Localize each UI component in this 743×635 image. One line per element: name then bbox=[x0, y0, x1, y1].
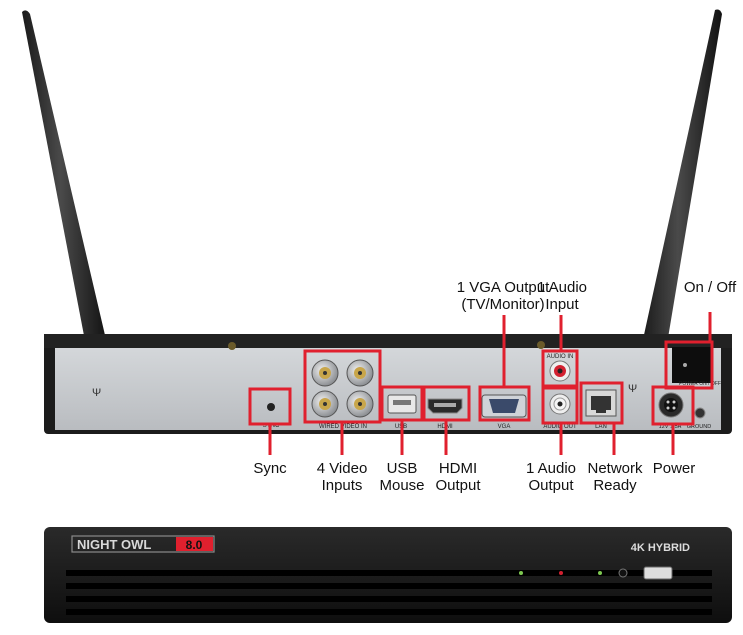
power-switch-label: POWER ON / OFF bbox=[679, 381, 721, 387]
callout-line-2: Ready bbox=[593, 477, 637, 494]
power-callout: Power bbox=[646, 460, 702, 477]
model-badge: 4K HYBRID bbox=[631, 542, 690, 554]
status-led-icon bbox=[519, 571, 523, 575]
on-off-callout-box bbox=[664, 340, 714, 390]
screw-icon bbox=[228, 342, 236, 350]
bnc-connector-icon bbox=[346, 359, 374, 387]
status-led-icon bbox=[598, 571, 602, 575]
callout-line-1: Power bbox=[652, 460, 696, 477]
screw-icon bbox=[537, 341, 545, 349]
audio-in-port: AUDIO IN bbox=[547, 354, 574, 382]
callout-line-1: USB bbox=[386, 460, 418, 477]
lan-port-label: LAN bbox=[595, 424, 607, 430]
brand-version: 8.0 bbox=[186, 538, 203, 552]
callout-line-2: Mouse bbox=[379, 477, 425, 494]
front-usb-port-icon bbox=[643, 566, 673, 580]
audio-input-callout: 1 Audio Input bbox=[526, 279, 598, 313]
lan-port: LAN bbox=[585, 389, 617, 430]
usb-mouse-callout: USB Mouse bbox=[366, 460, 438, 494]
left-antenna bbox=[22, 10, 108, 384]
network-ready-callout: Network Ready bbox=[580, 460, 650, 494]
power-button-icon bbox=[618, 568, 628, 578]
audio-in-label: AUDIO IN bbox=[547, 354, 574, 360]
callout-line-2: Output bbox=[435, 477, 481, 494]
brand-logo-frame bbox=[71, 535, 215, 553]
bnc-connector-icon bbox=[311, 359, 339, 387]
callout-line-1: Network bbox=[587, 460, 643, 477]
ground-terminal: GROUND bbox=[687, 407, 711, 430]
brand-logo: NIGHT OWL bbox=[77, 537, 151, 552]
power-jack-label: 12V 1.5A bbox=[659, 424, 682, 430]
sync-callout: Sync bbox=[240, 460, 300, 477]
callout-lines bbox=[268, 312, 712, 455]
vga-port: VGA bbox=[481, 394, 527, 430]
callout-line-1: Sync bbox=[253, 460, 287, 477]
right-antenna bbox=[621, 9, 722, 382]
lan-callout-box bbox=[579, 381, 624, 425]
callout-line-2: (TV/Monitor) bbox=[461, 296, 545, 313]
callout-line-1: 4 Video bbox=[316, 460, 368, 477]
power-jack: 12V 1.5A bbox=[658, 392, 684, 430]
callout-line-1: HDMI bbox=[438, 460, 478, 477]
callout-line-1: 1 Audio bbox=[536, 279, 588, 296]
brand-version-badge bbox=[176, 537, 213, 551]
hdmi-output-callout: HDMI Output bbox=[418, 460, 498, 494]
vga-port-label: VGA bbox=[498, 424, 511, 430]
callout-line-1: 1 VGA Output bbox=[456, 279, 550, 296]
antenna-symbol-icon: Ψ bbox=[628, 383, 637, 395]
vga-output-callout: 1 VGA Output (TV/Monitor) bbox=[428, 279, 578, 313]
bnc-connector-icon bbox=[346, 390, 374, 418]
callout-line-2: Inputs bbox=[321, 477, 363, 494]
audio-output-callout: 1 Audio Output bbox=[515, 460, 587, 494]
vent-slots bbox=[66, 570, 712, 615]
on-off-callout: On / Off bbox=[672, 279, 743, 296]
power-switch: POWER ON / OFF bbox=[672, 347, 721, 387]
front-panel: NIGHT OWL 8.0 4K HYBRID bbox=[44, 527, 732, 623]
video-inputs-callout: 4 Video Inputs bbox=[300, 460, 384, 494]
bnc-connector-icon bbox=[311, 390, 339, 418]
callout-line-2: Output bbox=[528, 477, 574, 494]
status-led-icon bbox=[559, 571, 563, 575]
ground-label: GROUND bbox=[687, 424, 711, 430]
callout-line-1: 1 Audio bbox=[525, 460, 577, 477]
callout-line-2: Input bbox=[545, 296, 579, 313]
antenna-symbol-icon: Ψ bbox=[92, 387, 101, 399]
callout-line-1: On / Off bbox=[683, 279, 737, 296]
